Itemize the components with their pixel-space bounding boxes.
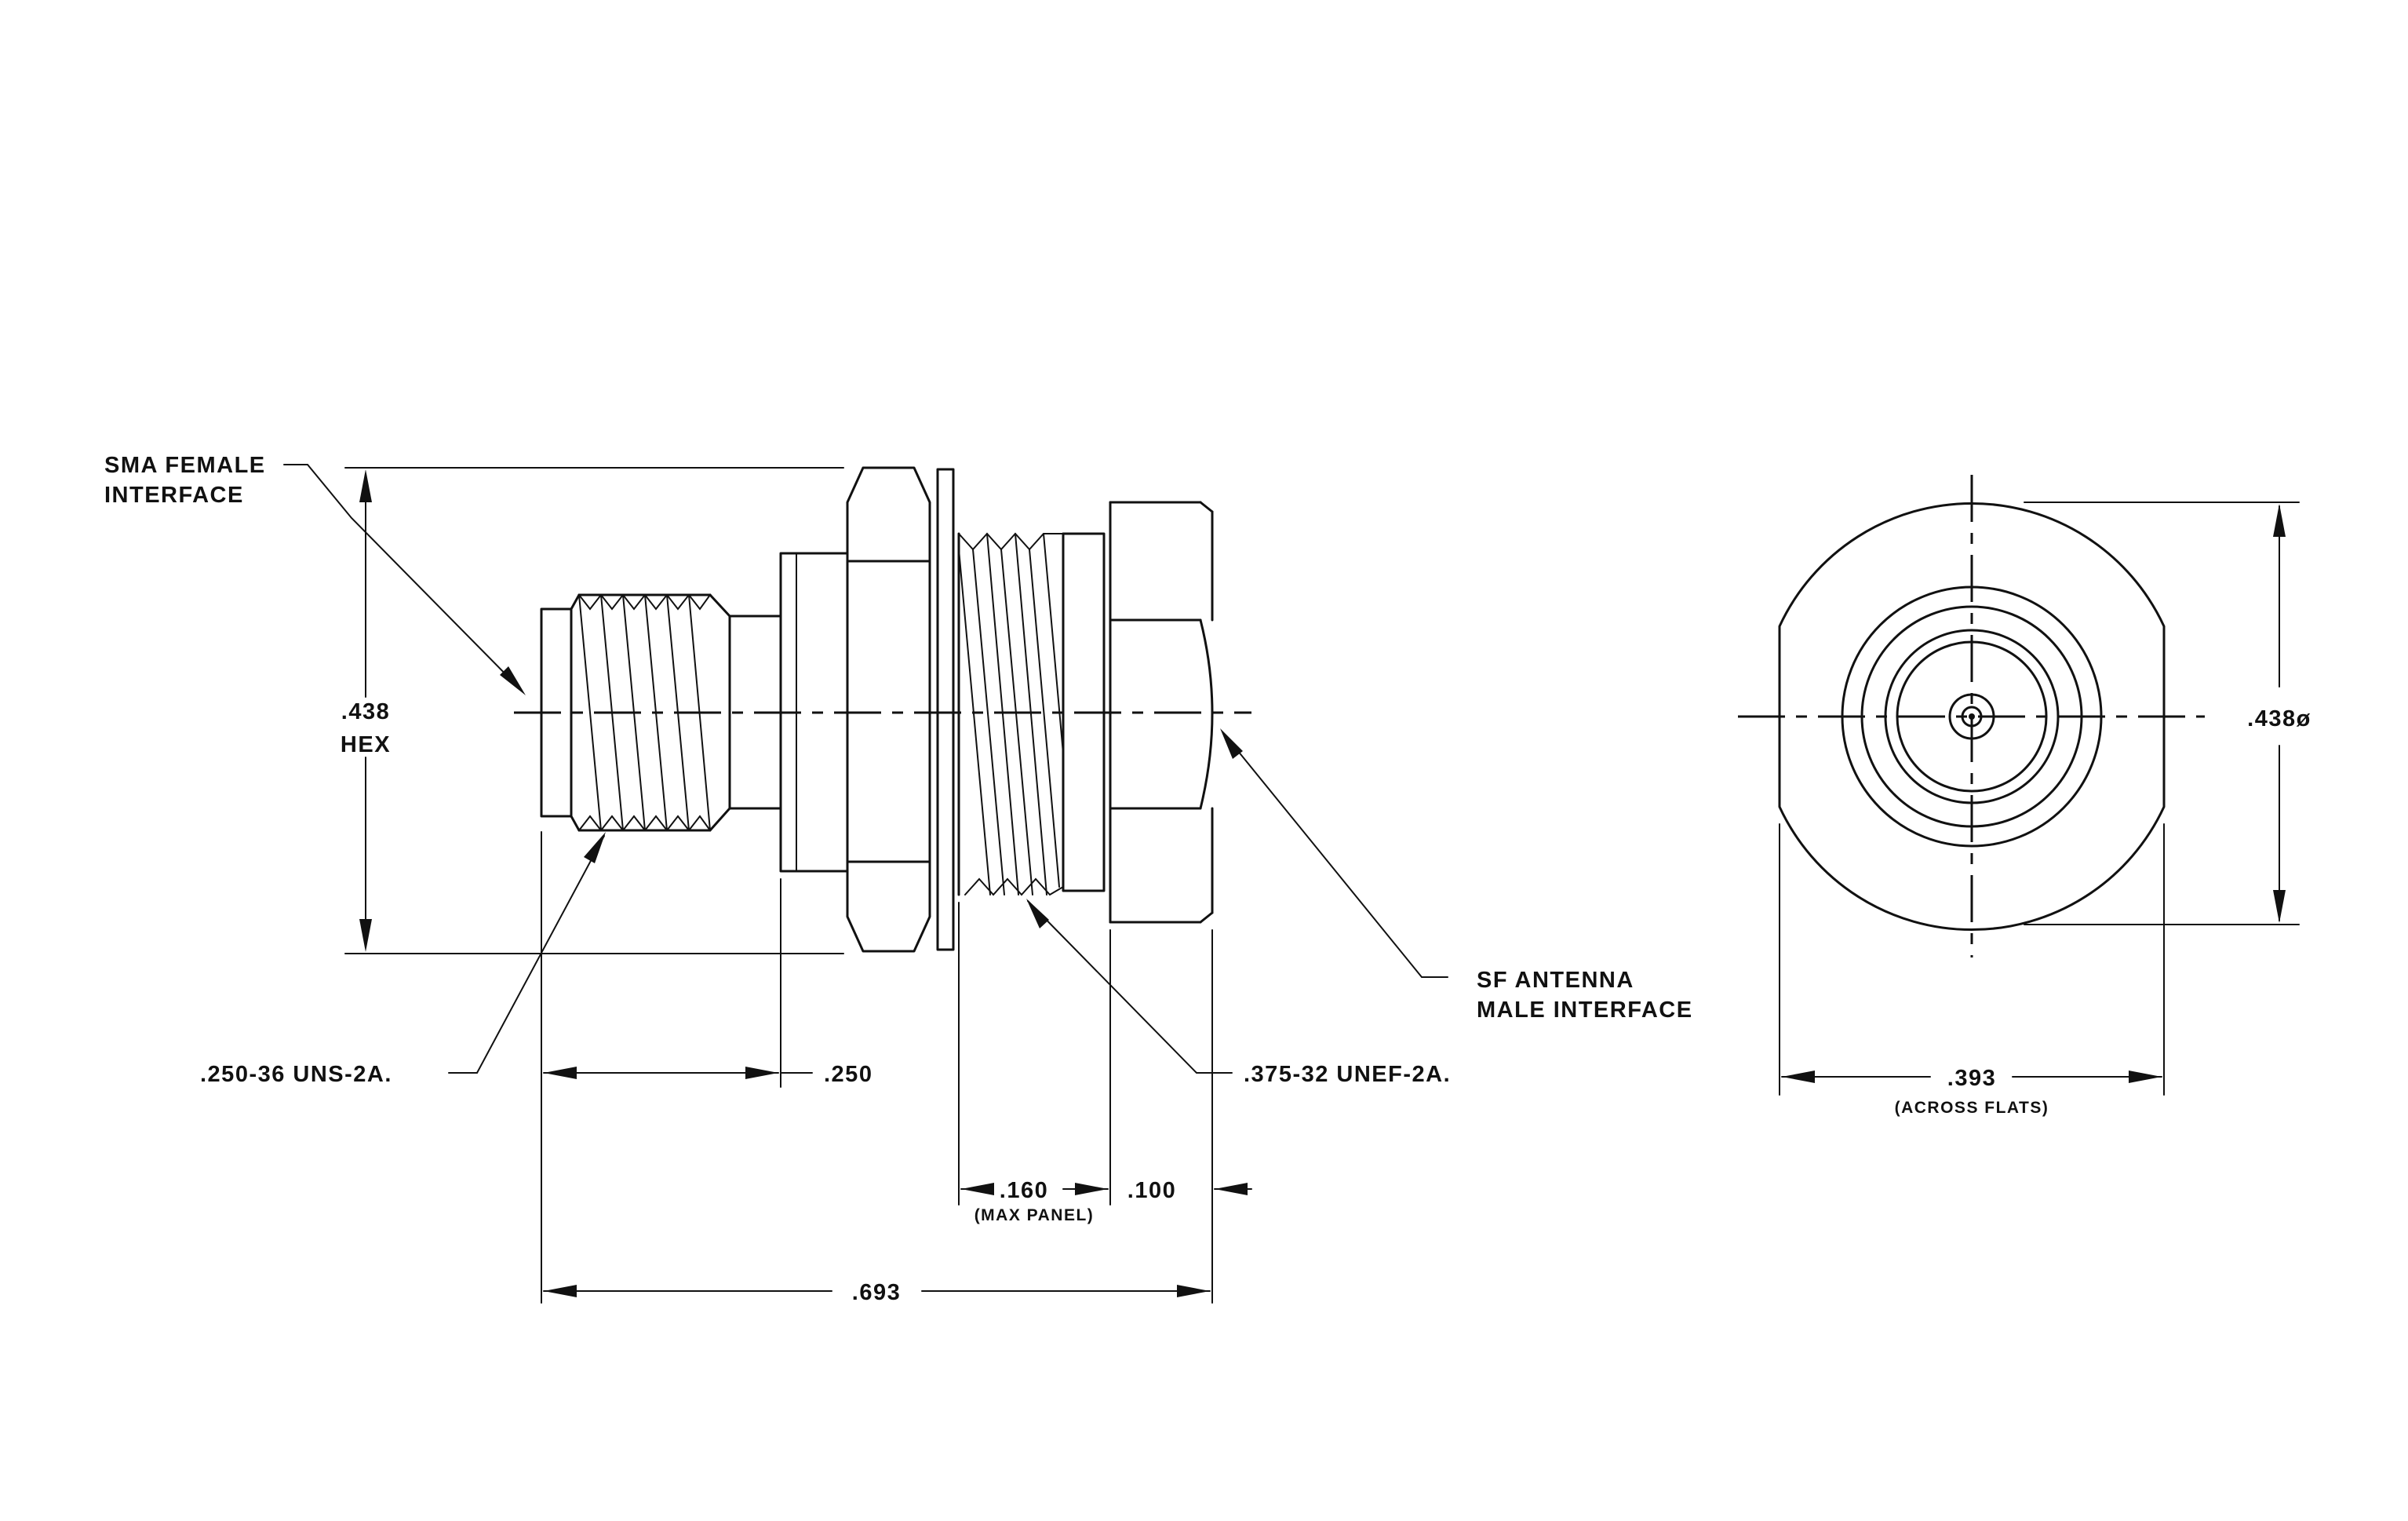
large-thread-callout: .375-32 UNEF-2A. <box>1244 1062 1451 1087</box>
flats-value: .393 <box>1947 1066 1996 1091</box>
sf-leader <box>1220 728 1448 978</box>
large-thread <box>957 532 1106 896</box>
sma-callout-line1: SMA FEMALE <box>104 453 266 478</box>
small-thread-leader <box>448 832 606 1074</box>
large-thread-leader <box>1026 899 1233 1074</box>
sma-leader <box>283 464 526 695</box>
flats-note: (ACROSS FLATS) <box>1895 1099 2049 1117</box>
sma-callout-line2: INTERFACE <box>104 483 244 508</box>
outer-profile <box>1778 502 2166 931</box>
hex-label: HEX <box>341 732 391 757</box>
diameter-value: .438ø <box>2247 706 2311 731</box>
front-length-value: .250 <box>824 1062 872 1087</box>
end-view: .438ø .393 (ACROSS FLATS) <box>1738 475 2311 1117</box>
side-view: .438 HEX .250 .160 (MAX PANEL) .100 <box>104 453 1693 1305</box>
diameter-dimension <box>2024 502 2300 925</box>
flats-dimension <box>1779 823 2165 1096</box>
front-length-dimension <box>543 1067 813 1079</box>
sf-callout-line2: MALE INTERFACE <box>1477 998 1693 1023</box>
sf-callout-line1: SF ANTENNA <box>1477 968 1634 993</box>
panel-note: (MAX PANEL) <box>974 1206 1095 1224</box>
panel-value: .160 <box>1000 1178 1048 1203</box>
tip-length-value: .100 <box>1127 1178 1176 1203</box>
small-thread-hatching <box>578 593 711 832</box>
hex-nut <box>846 466 931 953</box>
small-thread-callout: .250-36 UNS-2A. <box>200 1062 392 1087</box>
overall-length-dimension <box>543 1285 1211 1297</box>
hex-dimension <box>359 469 372 952</box>
hex-value: .438 <box>341 699 390 724</box>
panel-washer <box>936 468 955 951</box>
panel-dimension <box>960 1183 1109 1195</box>
sf-antenna-nut <box>1109 501 1214 924</box>
side-extension-lines <box>344 467 1213 1304</box>
overall-length-value: .693 <box>852 1280 901 1305</box>
tip-length-dimension <box>1214 1183 1252 1195</box>
